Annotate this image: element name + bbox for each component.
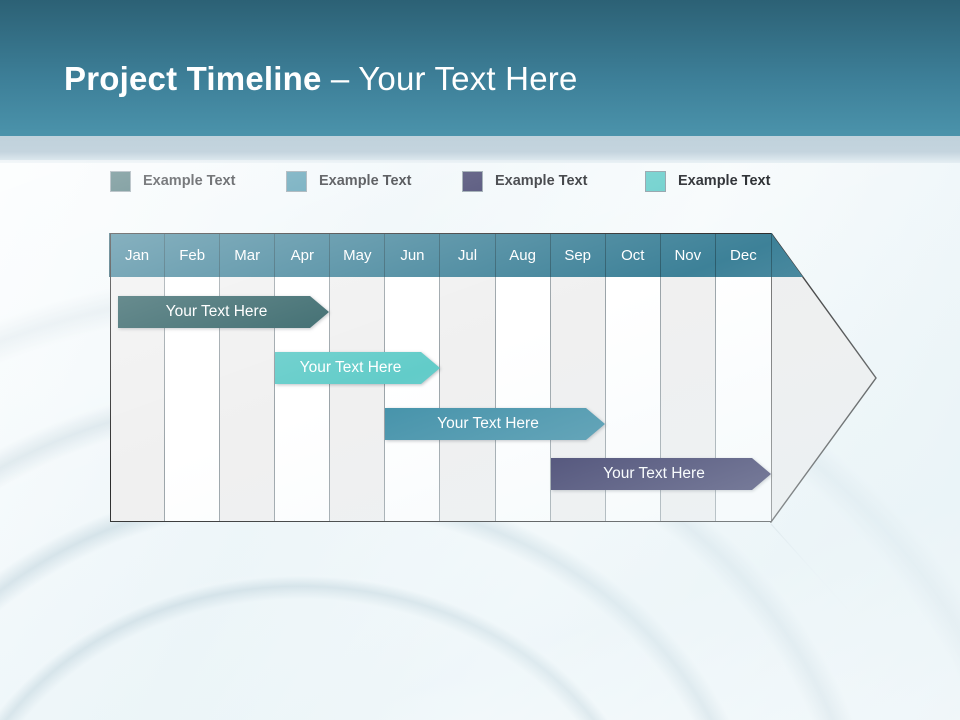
task-bar-label: Your Text Here: [165, 303, 268, 320]
task-bar-label: Your Text Here: [603, 465, 705, 482]
legend-swatch-icon: [645, 170, 666, 192]
page-title-strong: Project Timeline: [64, 60, 322, 97]
legend-item-label: Example Text: [495, 173, 588, 189]
legend-item-label: Example Text: [678, 173, 771, 189]
legend-item-label: Example Text: [319, 173, 412, 189]
task-bar-label: Your Text Here: [299, 359, 402, 376]
month-header-label: Oct: [604, 233, 661, 277]
legend-swatch-icon: [286, 170, 307, 192]
legend-swatch-icon: [462, 170, 483, 192]
legend-item-label: Example Text: [143, 173, 236, 189]
month-header-label: Jul: [439, 233, 496, 277]
legend-swatch-icon: [110, 170, 131, 192]
month-column-aug: Aug: [494, 233, 551, 522]
task-bar[interactable]: Your Text Here: [551, 458, 771, 490]
legend-item[interactable]: Example Text: [462, 170, 587, 192]
month-header-label: Feb: [164, 233, 221, 277]
month-column-jul: Jul: [439, 233, 496, 522]
legend-item[interactable]: Example Text: [645, 170, 770, 192]
month-header-label: Jan: [109, 233, 166, 277]
timeline-chart: Jan Feb Mar Apr May Jun Jul Aug: [109, 233, 880, 523]
month-header-label: Mar: [219, 233, 276, 277]
month-header-label: Dec: [714, 233, 772, 277]
month-header-label: Nov: [659, 233, 716, 277]
task-bar[interactable]: Your Text Here: [385, 408, 605, 440]
month-column-mar: Mar: [219, 233, 276, 522]
header-banner: [0, 0, 960, 136]
month-header-label: Apr: [274, 233, 331, 277]
task-bar[interactable]: Your Text Here: [118, 296, 329, 328]
header-accent-band: [0, 136, 960, 163]
month-column-jan: Jan: [109, 233, 166, 522]
task-bar-label: Your Text Here: [437, 415, 539, 432]
legend: Example Text Example Text Example Text E…: [0, 170, 960, 192]
month-header-label: Sep: [549, 233, 606, 277]
month-header-label: Aug: [494, 233, 551, 277]
month-header-label: May: [329, 233, 386, 277]
month-header-label: Jun: [384, 233, 441, 277]
month-column-feb: Feb: [164, 233, 221, 522]
task-bar[interactable]: Your Text Here: [275, 352, 440, 384]
page-title-light: – Your Text Here: [321, 60, 578, 97]
legend-item[interactable]: Example Text: [286, 170, 411, 192]
page-title: Project Timeline – Your Text Here: [64, 58, 578, 100]
legend-item[interactable]: Example Text: [110, 170, 235, 192]
